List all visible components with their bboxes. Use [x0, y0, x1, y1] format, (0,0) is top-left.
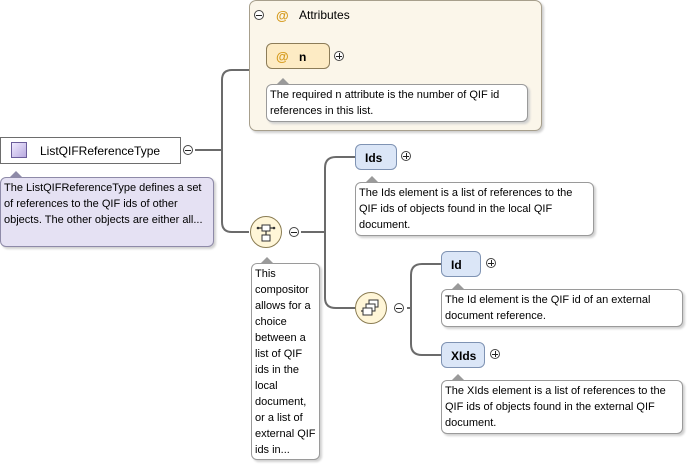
attributes-title: Attributes — [299, 8, 350, 22]
ids-note: The Ids element is a list of references … — [355, 182, 594, 236]
choice-spine-to-id-line — [410, 263, 441, 308]
choice-compositor[interactable] — [355, 292, 387, 324]
attributes-at-icon: @ — [276, 8, 289, 23]
note-pointer-icon — [260, 257, 274, 264]
note-pointer-icon — [451, 374, 465, 381]
attributes-collapse-button[interactable] — [254, 10, 264, 20]
children-spine-to-choice-line — [324, 232, 355, 309]
children-spine-to-ids-line — [324, 156, 355, 232]
attribute-at-icon: @ — [276, 49, 289, 64]
branch-to-attributes-line — [221, 69, 249, 150]
note-pointer-icon — [9, 171, 23, 178]
complex-type-icon — [11, 142, 27, 158]
note-pointer-icon — [451, 283, 465, 290]
choice-collapse-button[interactable] — [394, 303, 404, 313]
element-ids[interactable]: Ids — [355, 144, 397, 170]
attribute-n-label: n — [299, 50, 307, 64]
choice-spine-to-xids-line — [410, 308, 441, 356]
element-id[interactable]: Id — [441, 251, 481, 277]
choice-compositor-icon — [361, 299, 379, 316]
id-note: The Id element is the QIF id of an exter… — [441, 289, 683, 327]
element-xids[interactable]: XIds — [441, 342, 485, 368]
type-collapse-button[interactable] — [183, 145, 193, 155]
branch-to-sequence-line — [221, 150, 249, 233]
sequence-compositor[interactable] — [250, 216, 282, 248]
xids-expand-button[interactable] — [490, 349, 500, 359]
sequence-compositor-icon — [256, 224, 276, 242]
sequence-note: This compositor allows for a choice betw… — [251, 263, 320, 460]
note-pointer-icon — [276, 78, 290, 85]
attribute-n[interactable]: @ n — [266, 43, 330, 69]
type-node[interactable]: ListQIFReferenceType — [0, 137, 181, 164]
attribute-n-note: The required n attribute is the number o… — [266, 84, 528, 122]
type-note: The ListQIFReferenceType defines a set o… — [0, 177, 214, 247]
attribute-n-expand-button[interactable] — [334, 51, 344, 61]
xids-note: The XIds element is a list of references… — [441, 380, 683, 434]
id-expand-button[interactable] — [486, 258, 496, 268]
type-name: ListQIFReferenceType — [40, 144, 161, 158]
ids-expand-button[interactable] — [401, 151, 411, 161]
sequence-collapse-button[interactable] — [289, 227, 299, 237]
note-pointer-icon — [365, 176, 379, 183]
